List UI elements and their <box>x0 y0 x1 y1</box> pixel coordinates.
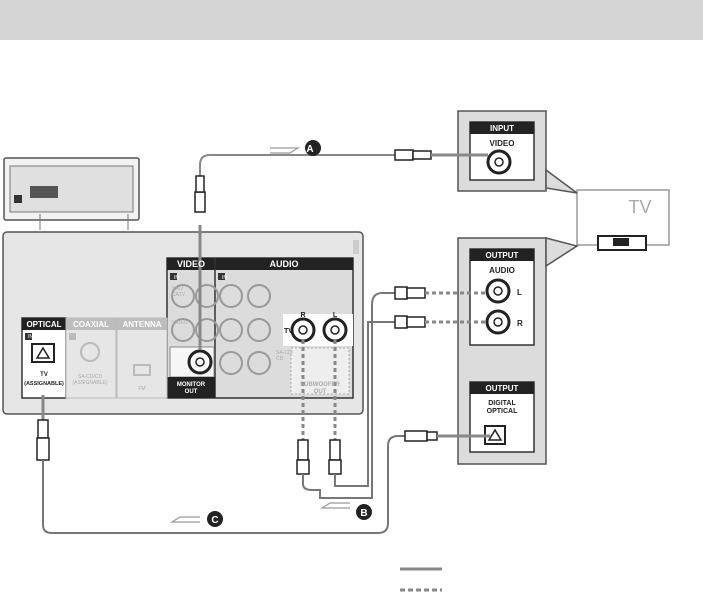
badge-a <box>305 140 321 156</box>
tv-icon <box>576 189 670 251</box>
video-in-badge: IN <box>174 275 179 281</box>
badge-b <box>356 504 372 520</box>
tv-output-audio-title: OUTPUT <box>486 251 519 260</box>
tv-input-title: INPUT <box>490 124 514 133</box>
tv-audio-r-label: R <box>517 319 523 328</box>
audio-r-label: R <box>300 312 305 319</box>
tv-output-optical-title: OUTPUT <box>486 384 519 393</box>
video-section-label: VIDEO <box>177 259 205 269</box>
antenna-label: ANTENNA <box>122 320 161 329</box>
audio-section-label: AUDIO <box>270 259 299 269</box>
tv-label: TV <box>628 197 651 217</box>
badge-c-label: C <box>211 515 218 526</box>
sat-catv-label: SAT/CATV <box>172 286 186 298</box>
tv-audio-l-label: L <box>517 288 522 297</box>
badge-c <box>207 511 223 527</box>
coaxial-label: COAXIAL <box>73 320 109 329</box>
cable-a-video <box>194 147 488 350</box>
cable-c-optical <box>36 395 490 534</box>
fm-label: FM <box>138 386 145 392</box>
optical-in-badge: IN <box>28 334 33 340</box>
badge-b-label: B <box>360 508 367 519</box>
optical-assignable-label: (ASSIGNABLE) <box>24 381 64 387</box>
badge-a-label: A <box>306 144 313 155</box>
tv-output-panel <box>457 237 579 465</box>
optical-label: OPTICAL <box>26 320 61 329</box>
audio-l-label: L <box>333 312 338 319</box>
tv-audio-label: AUDIO <box>489 266 515 275</box>
receiver-back-panel <box>2 231 364 415</box>
audio-in-badge: IN <box>222 275 227 281</box>
sa-cd-label: SA-CD/CD <box>276 350 294 362</box>
tv-input-video-label: VIDEO <box>490 139 515 148</box>
tv-input-label: TV <box>284 328 293 335</box>
video-input-label: VIDEO <box>172 320 188 326</box>
coaxial-sub-label: SA-CD/CD(ASSIGNABLE) <box>72 374 107 386</box>
receiver-thumbnail <box>3 157 140 230</box>
tv-input-panel <box>457 110 578 194</box>
cable-b-audio <box>296 286 488 509</box>
header-band <box>0 0 703 40</box>
optical-tv-label: TV <box>40 372 48 378</box>
